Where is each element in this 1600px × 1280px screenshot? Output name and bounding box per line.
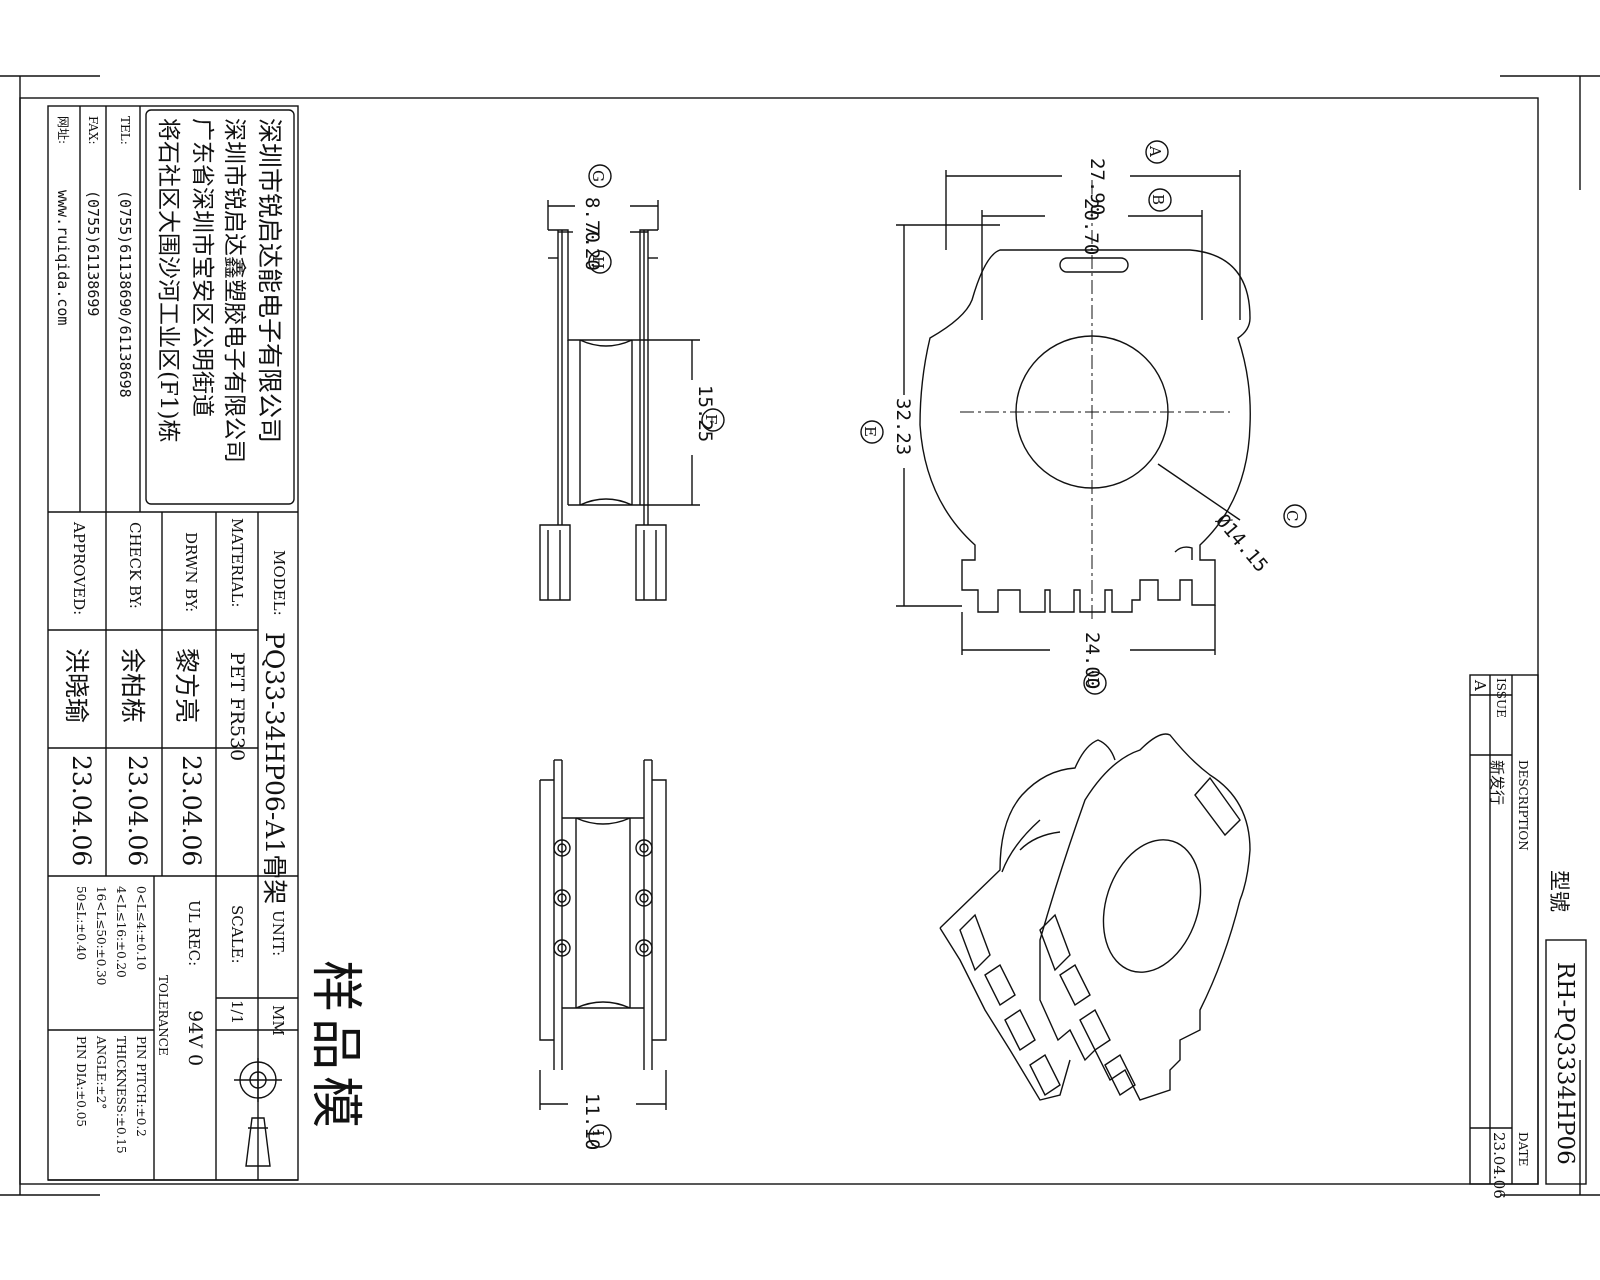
tol-1: 0<L≤4:±0.10 — [134, 886, 148, 971]
marker-c: C — [1283, 510, 1301, 522]
scale-value: 1/1 — [228, 1000, 246, 1025]
desc-value: 新发行 — [1488, 760, 1506, 806]
date-label: DATE — [1516, 1132, 1530, 1167]
tol2-2: THICKNESS:±0.15 — [114, 1036, 128, 1154]
type-label: 型號 — [1547, 870, 1571, 912]
company-address-1: 广东省深圳市宝安区公明街道 — [189, 118, 215, 417]
check-label: CHECK BY: — [126, 522, 144, 609]
approved-date: 23.04.06 — [67, 755, 96, 867]
model-label: MODEL: — [270, 550, 288, 616]
date-value: 23.04.06 — [1490, 1132, 1508, 1199]
ul-label: UL REC: — [185, 900, 203, 967]
ul-value: 94V 0 — [184, 1010, 206, 1067]
isometric-view — [939, 733, 1251, 1101]
material-value: PET FR530 — [226, 652, 248, 762]
issue-value: A — [1471, 680, 1489, 691]
web-value: www.ruiqida.com — [54, 190, 72, 326]
tol-4: 50≤L:±0.40 — [74, 886, 88, 961]
check-name: 余柏栋 — [118, 648, 147, 724]
marker-d: D — [1084, 677, 1102, 690]
dim-b: 20.70 — [1080, 198, 1102, 256]
check-date: 23.04.06 — [123, 755, 152, 867]
approved-label: APPROVED: — [70, 522, 88, 616]
scale-label: SCALE: — [228, 905, 246, 964]
tol2-1: PIN PITCH:±0.2 — [134, 1036, 148, 1137]
sheet-border — [19, 97, 1539, 1185]
tol-3: 16<L≤50:±0.30 — [94, 886, 108, 986]
side-view-top — [539, 164, 725, 601]
fax-value: (0755)61138699 — [84, 190, 102, 317]
tol2-4: PIN DIA:±0.05 — [74, 1036, 88, 1127]
tol-2: 4<L≤16:±0.20 — [114, 886, 128, 978]
fax-label: FAX: — [86, 116, 100, 145]
tol2-3: ANGLE:±2° — [94, 1036, 108, 1110]
tel-label: TEL: — [118, 116, 132, 145]
marker-a: A — [1146, 146, 1164, 157]
drwn-date: 23.04.06 — [177, 755, 206, 867]
issue-label: ISSUE — [1494, 678, 1508, 718]
marker-f: F — [702, 414, 720, 425]
dim-e: 32.23 — [892, 398, 914, 456]
web-label: 网址: — [56, 116, 70, 145]
unit-value: MM — [269, 1005, 287, 1036]
marker-g: G — [589, 170, 607, 182]
dim-i: 11.10 — [581, 1093, 603, 1151]
marker-i: I — [589, 1130, 607, 1136]
marker-b: B — [1149, 194, 1167, 206]
tel-value: (0755)61138690/61138698 — [116, 190, 134, 398]
sample-stamp: 样品模 — [305, 960, 365, 1135]
side-view-bottom — [539, 759, 667, 1148]
material-label: MATERIAL: — [228, 518, 246, 608]
front-view — [860, 140, 1307, 695]
model-value: PQ33-34HP06-A1骨架 — [260, 632, 289, 905]
marker-h: H — [589, 256, 607, 270]
drwn-name: 黎方亮 — [172, 648, 201, 724]
company-name-1: 深圳市锐启达能电子有限公司 — [255, 118, 284, 444]
tolerance-label: TOLERANCE — [156, 975, 170, 1056]
company-name-2: 深圳市锐启达鑫塑胶电子有限公司 — [221, 118, 247, 463]
drwn-label: DRWN BY: — [182, 532, 200, 613]
company-address-2: 将石社区大围沙河工业区(F1)栋 — [155, 118, 181, 443]
approved-name: 洪晓瑜 — [62, 648, 91, 724]
type-value: RH-PQ3334HP06 — [1552, 962, 1578, 1165]
marker-e: E — [861, 426, 879, 437]
desc-label: DESCRIPTION — [1516, 760, 1530, 851]
unit-label: UNIT: — [269, 910, 287, 957]
